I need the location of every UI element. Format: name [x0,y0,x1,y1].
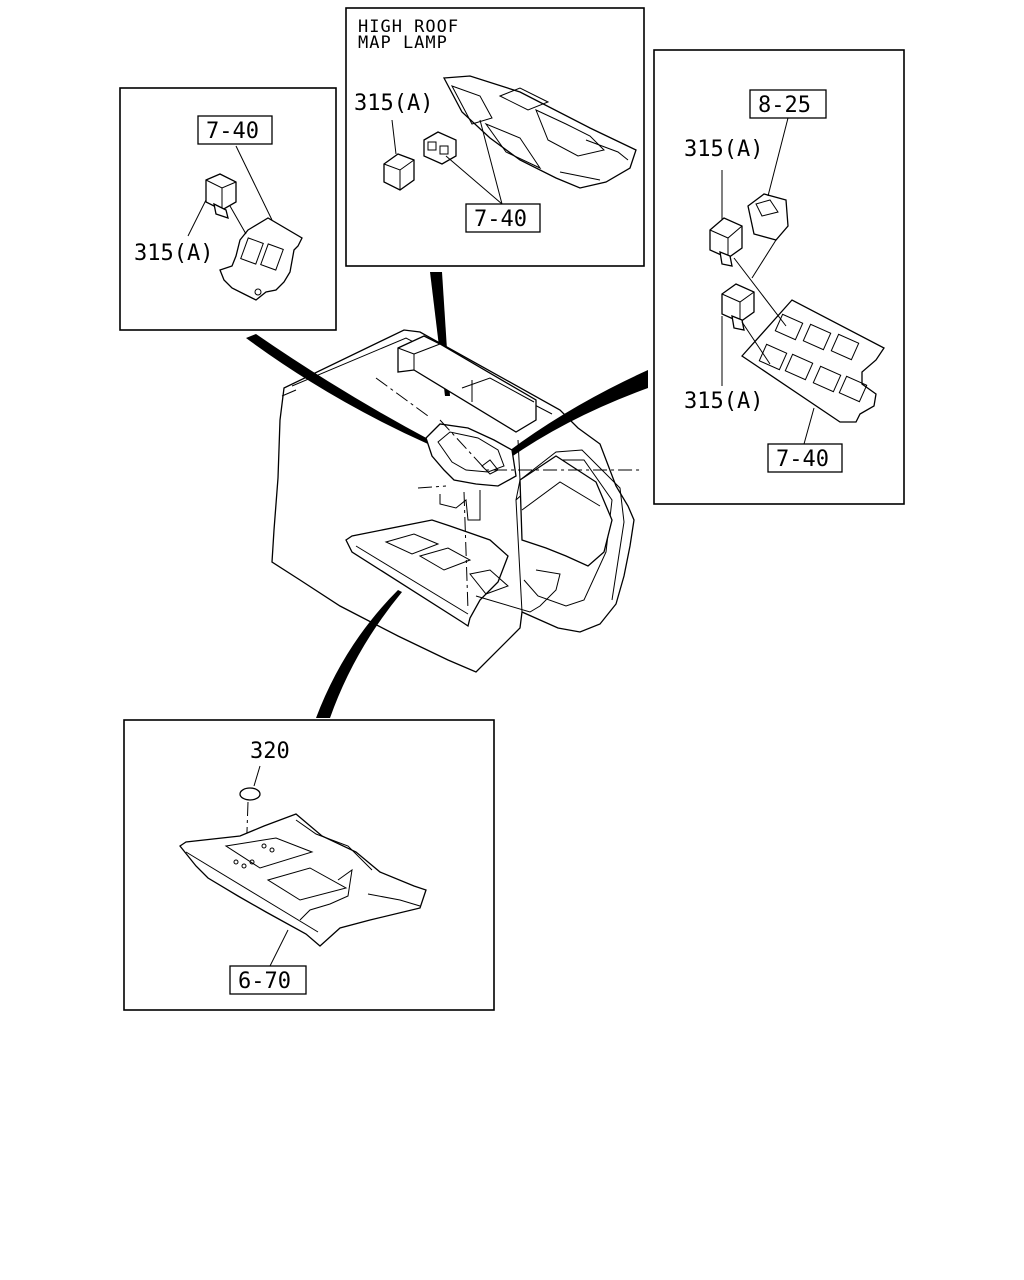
panel-top-left: 7-40 315(A) [119,87,337,331]
connector-icon [721,283,755,331]
part-label-315a: 315(A) [134,241,213,266]
panel-right: 8-25 315(A) 315(A) 7-40 [653,49,905,505]
vehicle-cab-illustration [271,329,640,673]
leader-arrow-bottom [316,590,402,718]
ref-box-6-70 [229,965,307,995]
map-lamp-housing-icon [442,75,637,189]
connector-icon [709,217,743,267]
ref-label-7-40: 7-40 [776,447,829,472]
ref-label-7-40: 7-40 [474,207,527,232]
ref-label-6-70: 6-70 [238,969,291,994]
part-label-320: 320 [250,739,290,764]
title-map-lamp: MAP LAMP [358,33,448,53]
part-label-315a-upper: 315(A) [684,137,763,162]
ref-box-7-40-top-left [197,115,273,145]
leader-arrow-right [492,370,648,468]
ref-label-7-40: 7-40 [206,119,259,144]
panel-bottom: 320 6-70 [123,719,495,1011]
ref-box-7-40-right [767,443,843,473]
connector-icon [383,131,457,191]
relay-block-plate-icon [741,299,885,423]
leader-arrow-top-left [246,334,430,444]
ref-box-7-40-top-center [465,203,541,233]
title-high-roof: HIGH ROOF [358,17,459,37]
ref-box-8-25 [749,89,827,119]
ref-label-8-25: 8-25 [758,93,811,118]
relay-icon [747,193,789,241]
panel-top-center: HIGH ROOF MAP LAMP 315(A) 7-40 [345,7,645,267]
bracket-plate-icon [219,217,303,301]
plug-icon [239,787,261,801]
floor-panel-icon [179,813,427,947]
part-label-315a-lower: 315(A) [684,389,763,414]
part-label-315a: 315(A) [354,91,433,116]
connector-icon [205,173,237,219]
